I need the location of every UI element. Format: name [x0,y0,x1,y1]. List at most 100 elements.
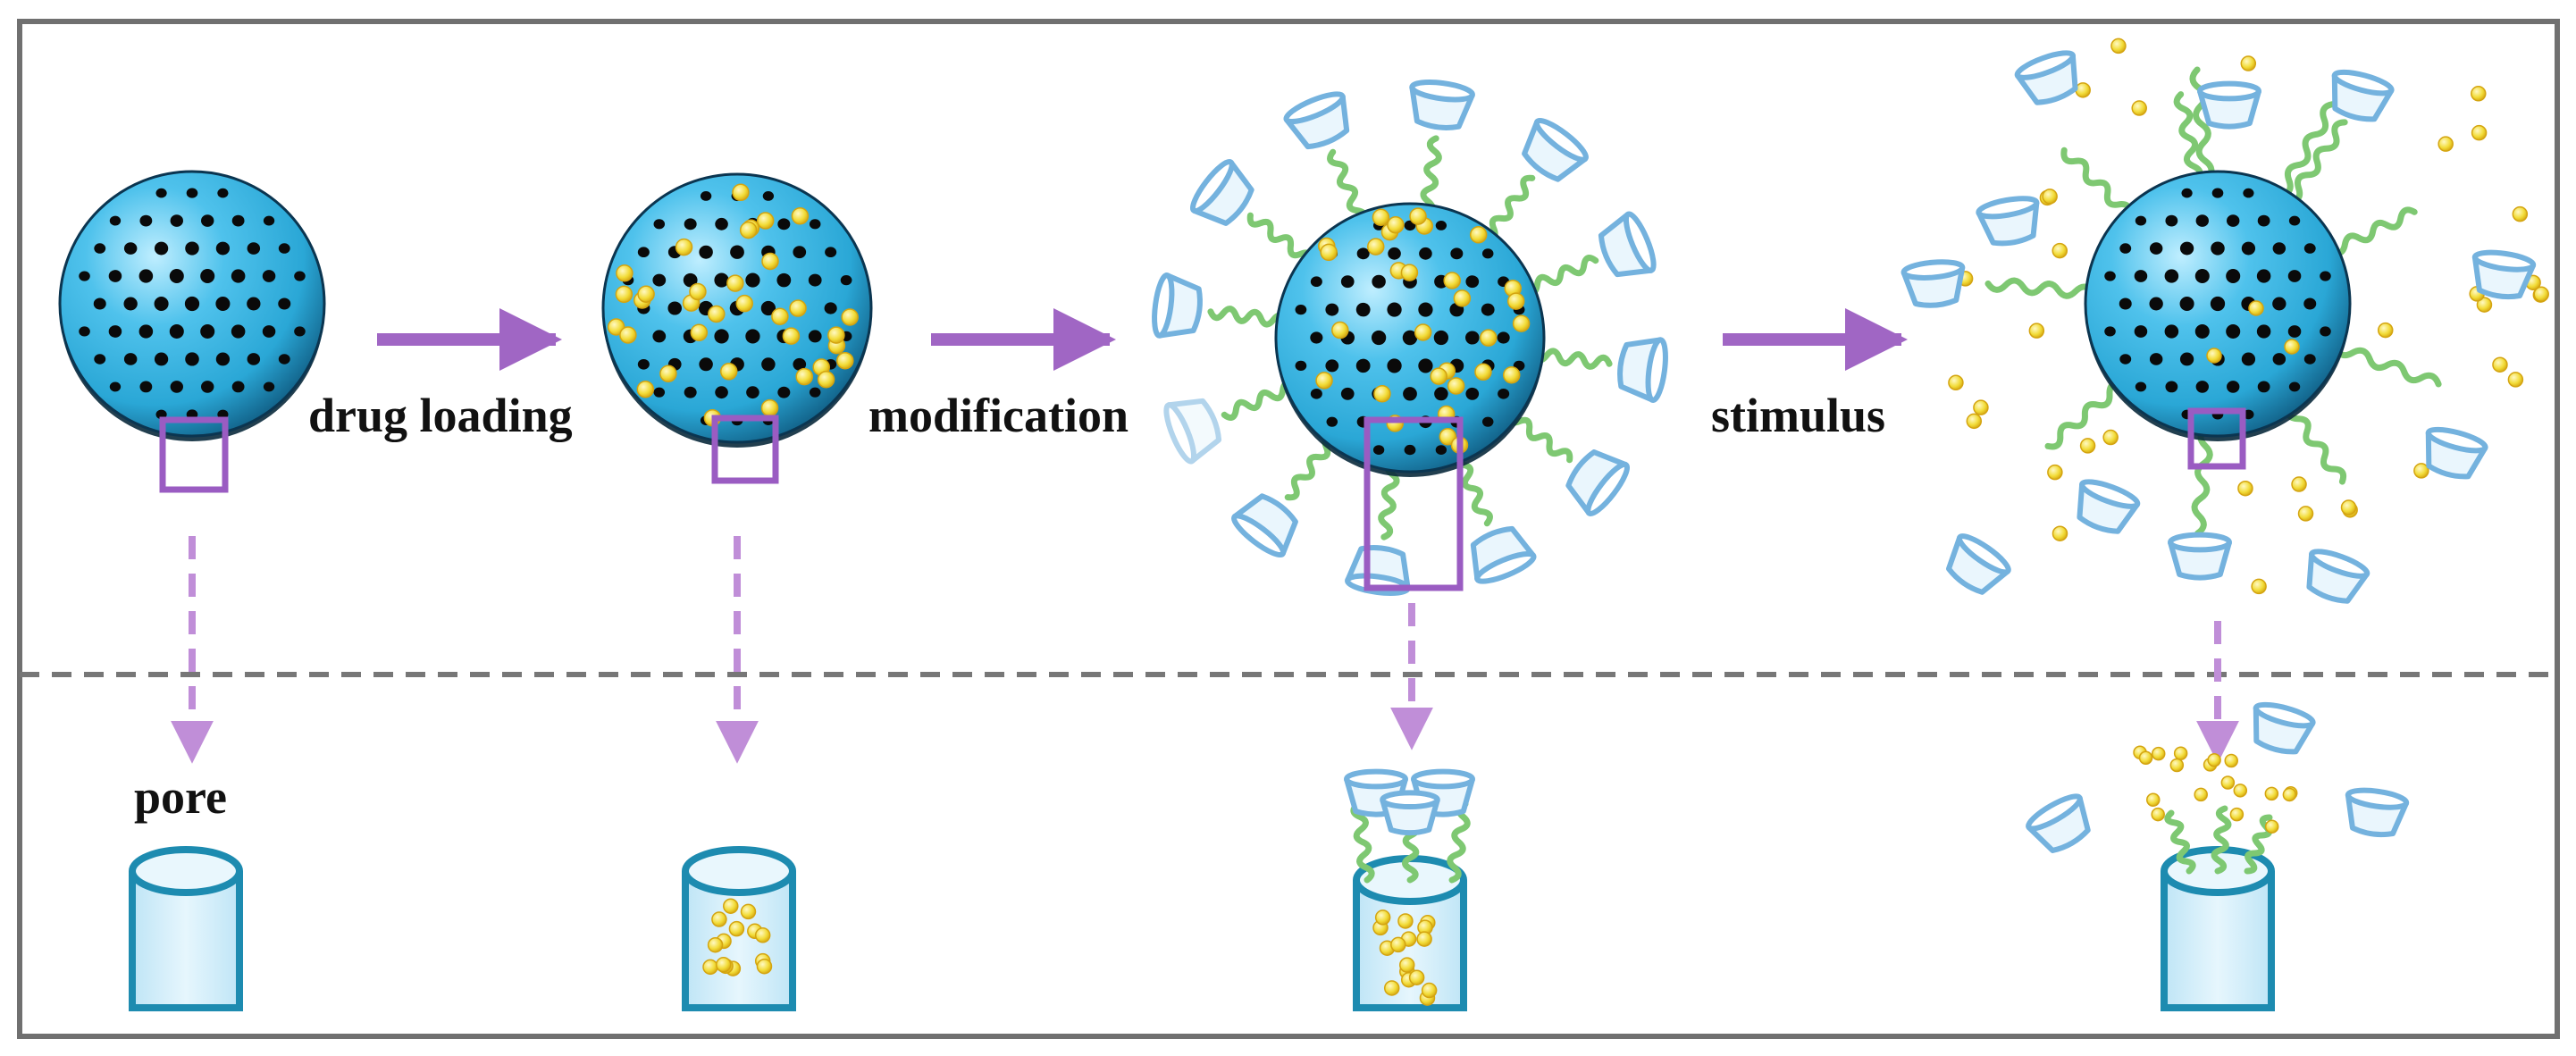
drug-dot-icon [1367,238,1385,256]
cap-cup-icon [1283,91,1350,150]
cap-cup-icon [2425,426,2488,480]
drug-dot-icon [740,903,757,920]
mesoporous-sphere-icon [601,172,873,448]
drug-dot-icon [732,183,750,202]
drug-dot-icon [2492,356,2508,373]
pore-holes [79,188,306,420]
drug-dot-icon [2220,775,2236,790]
cap-cup-icon [2331,69,2395,122]
highlight-box [159,416,229,493]
wavy-chain-icon [1506,410,1573,464]
drug-dot-icon [716,957,732,973]
drug-dot-icon [2206,348,2222,364]
cap-cup-icon [1617,337,1668,403]
drug-dot-icon [1453,289,1472,307]
drug-dot-icon [2471,124,2488,141]
cap-cup-icon [2077,479,2141,534]
pore-closeup-released [2026,701,2410,1011]
drug-dot-icon [1439,428,1457,446]
cap-cup-icon [2026,793,2091,853]
label-pore: pore [134,770,227,824]
cap-cup-icon [1152,272,1203,339]
wavy-chain-icon [2285,403,2347,485]
drug-dot-icon [711,911,727,927]
label-modification: modification [868,389,1129,442]
cap-cup-icon [2014,50,2078,105]
drug-dot-icon [2151,746,2166,761]
cap-cup-icon [1409,80,1475,130]
cap-cup-icon [1945,533,2011,595]
drug-dot-icon [2251,578,2267,595]
wavy-chain-icon [1221,380,1298,421]
wavy-chain-icon [2332,343,2442,388]
drug-dot-icon [756,958,773,975]
drug-dot-icon [723,898,739,914]
cap-cup-icon [2197,80,2261,130]
drug-dot-icon [2052,242,2068,259]
pore-closeup-capped [1344,768,1475,1011]
drug-dot-icon [2028,323,2045,339]
drug-dot-icon [1506,292,1525,310]
drug-dot-icon [2476,297,2493,313]
highlight-box [2187,407,2246,470]
wavy-chain-icon [1420,135,1442,217]
drug-dot-icon [760,398,779,417]
drug-dot-icon [636,380,655,398]
wavy-chain-icon [2044,380,2126,450]
drug-dot-icon [2146,792,2161,807]
wavy-chain-icon [2060,147,2133,219]
drug-dot-icon [791,207,810,225]
drug-dot-icon [1409,207,1427,225]
drug-dot-icon [1447,377,1465,395]
drug-dot-icon [2173,746,2188,760]
drug-dot-icon [702,959,718,976]
drug-dot-icon [728,920,745,937]
mesoporous-sphere-icon [1274,202,1546,477]
drug-dot-icon [616,264,634,282]
outer-frame [17,19,2560,1039]
cap-cup-icon [1189,159,1254,226]
stage-drug-loaded-particle [601,172,873,484]
drug-dot-icon [615,285,634,304]
drug-dot-icon [2079,438,2096,454]
drug-dot-icon [637,285,655,303]
pore-holes [2104,188,2331,420]
pore-cylinder-icon [129,871,243,1011]
drug-dot-icon [2110,38,2127,54]
drug-dot-icon [1320,243,1338,262]
drug-dot-icon [2169,758,2185,773]
drug-dot-icon [1315,372,1333,390]
drug-dot-icon [707,936,724,953]
drug-dot-icon [2102,429,2119,446]
wavy-chain-icon [1350,800,1375,884]
pore-closeup-empty [129,846,243,1011]
drug-dot-icon [1331,321,1349,339]
drug-dot-icon [2248,300,2264,316]
drug-dot-icon [735,294,753,313]
drug-dot-icon [789,299,807,317]
drug-dot-icon [2052,525,2068,541]
drug-dot-icon [2237,480,2253,497]
drug-dot-icon [761,252,779,271]
drug-dot-icon [1373,384,1391,403]
wavy-chain-icon [2328,206,2418,256]
wavy-chain-icon [2286,119,2348,205]
wavy-chain-icon [2211,805,2232,875]
drug-dot-icon [1973,399,1989,415]
drug-dot-icon [1480,329,1498,347]
drug-dot-icon [756,212,775,230]
cap-cup-icon [2168,532,2232,581]
drug-dot-icon [2413,463,2429,479]
drug-dot-icon [2042,189,2058,205]
highlight-box [711,415,779,484]
drug-dot-icon [2138,750,2153,766]
cap-cup-icon [1522,117,1589,182]
label-drug-loading: drug loading [308,389,573,442]
drug-dot-icon [795,367,813,386]
drug-dot-icon [1474,363,1492,381]
label-stimulus: stimulus [1711,389,1885,442]
stage-stimulus-release [1901,38,2549,604]
drug-dot-icon [2194,787,2208,802]
drug-dot-icon [1469,226,1488,244]
